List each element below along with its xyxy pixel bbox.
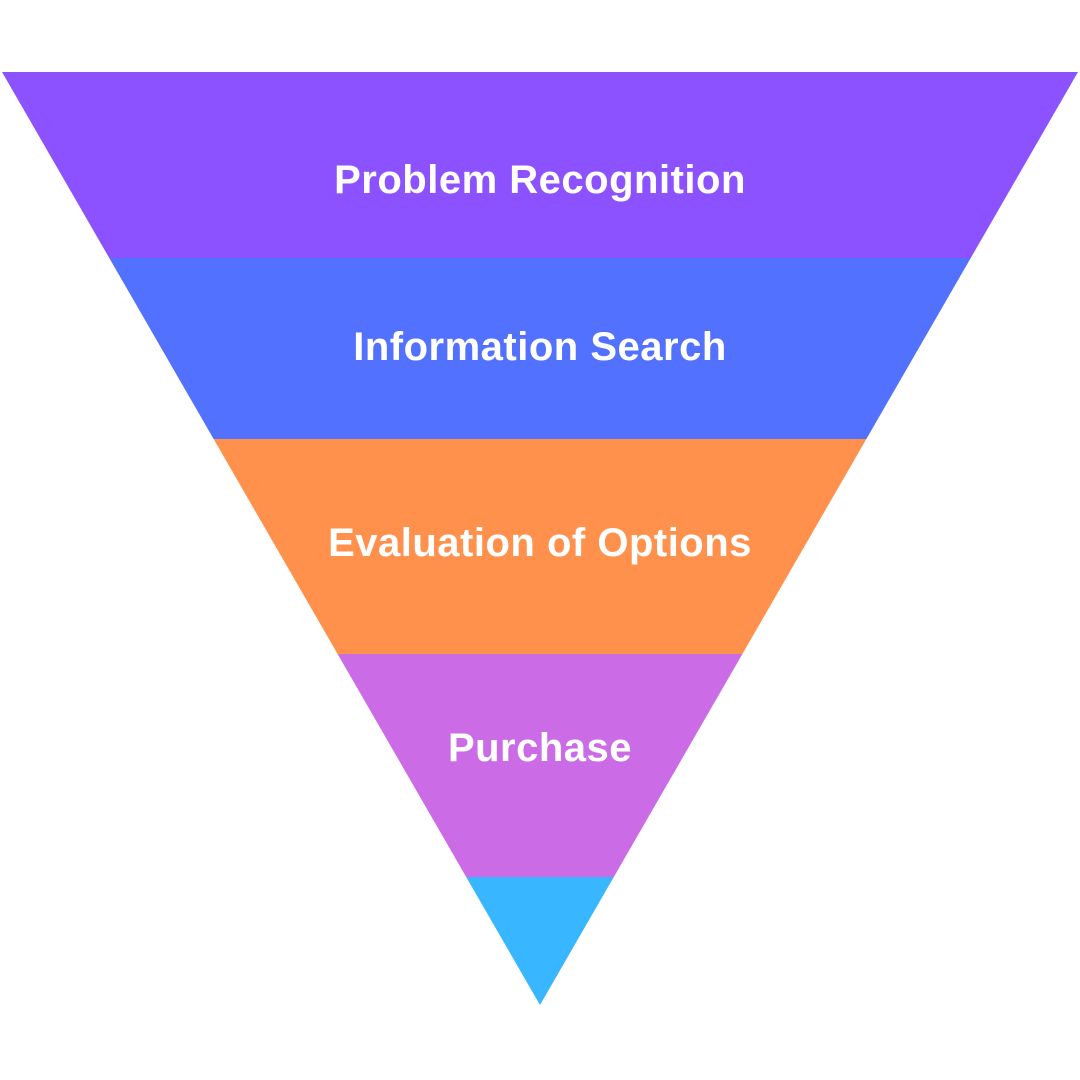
funnel-stage-shape-0 — [2, 72, 1078, 258]
funnel-stage-shape-3 — [337, 654, 743, 877]
funnel-stage-shape-2 — [213, 439, 867, 654]
funnel-stage-shape-1 — [109, 258, 971, 439]
funnel-stage-shape-4 — [466, 877, 614, 1005]
